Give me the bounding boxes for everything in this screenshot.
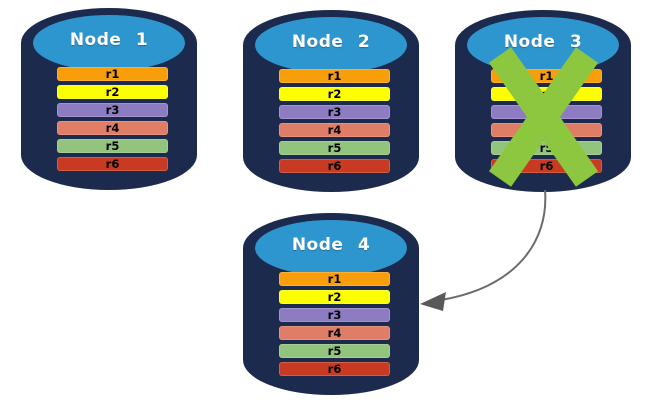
node-1-title: Node 1 (69, 30, 149, 50)
node-3-rows: r1 r2 r3 r4 r5 r6 (491, 69, 602, 173)
row-r3: r3 (279, 105, 390, 119)
node-1: Node 1 r1 r2 r3 r4 r5 r6 (20, 7, 198, 191)
row-r1: r1 (57, 67, 168, 81)
row-r4: r4 (491, 123, 602, 137)
row-r3: r3 (279, 308, 390, 322)
node-3: Node 3 r1 r2 r3 r4 r5 r6 (454, 9, 632, 193)
row-r3-label: r3 (539, 105, 554, 119)
node-2-rows: r1 r2 r3 r4 r5 r6 (279, 69, 390, 173)
row-r5: r5 (279, 344, 390, 358)
row-r1: r1 (491, 69, 602, 83)
node-3-title: Node 3 (503, 32, 583, 52)
row-r2-label: r2 (105, 85, 120, 99)
row-r4: r4 (279, 123, 390, 137)
row-r1-label: r1 (105, 67, 120, 81)
node-4-title: Node 4 (291, 235, 371, 255)
row-r4: r4 (57, 121, 168, 135)
row-r3-label: r3 (327, 105, 342, 119)
row-r1-label: r1 (327, 69, 342, 83)
row-r1: r1 (279, 272, 390, 286)
row-r6-label: r6 (327, 159, 342, 173)
row-r4-label: r4 (327, 123, 342, 137)
row-r4-label: r4 (539, 123, 554, 137)
row-r5-label: r5 (327, 344, 342, 358)
replication-arrow-icon (420, 189, 547, 311)
row-r6-label: r6 (539, 159, 554, 173)
row-r3-label: r3 (105, 103, 120, 117)
row-r1-label: r1 (327, 272, 342, 286)
row-r1: r1 (279, 69, 390, 83)
row-r4: r4 (279, 326, 390, 340)
row-r2-label: r2 (327, 290, 342, 304)
node-2: Node 2 r1 r2 r3 r4 r5 r6 (242, 9, 420, 193)
row-r1-label: r1 (539, 69, 554, 83)
row-r2-label: r2 (327, 87, 342, 101)
row-r6-label: r6 (105, 157, 120, 171)
row-r2: r2 (279, 290, 390, 304)
row-r6: r6 (279, 159, 390, 173)
node-4-rows: r1 r2 r3 r4 r5 r6 (279, 272, 390, 376)
row-r2: r2 (491, 87, 602, 101)
row-r3: r3 (491, 105, 602, 119)
row-r5-label: r5 (327, 141, 342, 155)
row-r4-label: r4 (105, 121, 120, 135)
row-r5: r5 (279, 141, 390, 155)
row-r6-label: r6 (327, 362, 342, 376)
row-r3-label: r3 (327, 308, 342, 322)
node-1-rows: r1 r2 r3 r4 r5 r6 (57, 67, 168, 171)
row-r2-label: r2 (539, 87, 554, 101)
row-r5: r5 (57, 139, 168, 153)
row-r4-label: r4 (327, 326, 342, 340)
row-r6: r6 (279, 362, 390, 376)
row-r5: r5 (491, 141, 602, 155)
node-2-title: Node 2 (291, 32, 371, 52)
row-r2: r2 (57, 85, 168, 99)
row-r6: r6 (491, 159, 602, 173)
row-r2: r2 (279, 87, 390, 101)
row-r6: r6 (57, 157, 168, 171)
node-4: Node 4 r1 r2 r3 r4 r5 r6 (242, 212, 420, 396)
row-r5-label: r5 (539, 141, 554, 155)
row-r3: r3 (57, 103, 168, 117)
row-r5-label: r5 (105, 139, 120, 153)
